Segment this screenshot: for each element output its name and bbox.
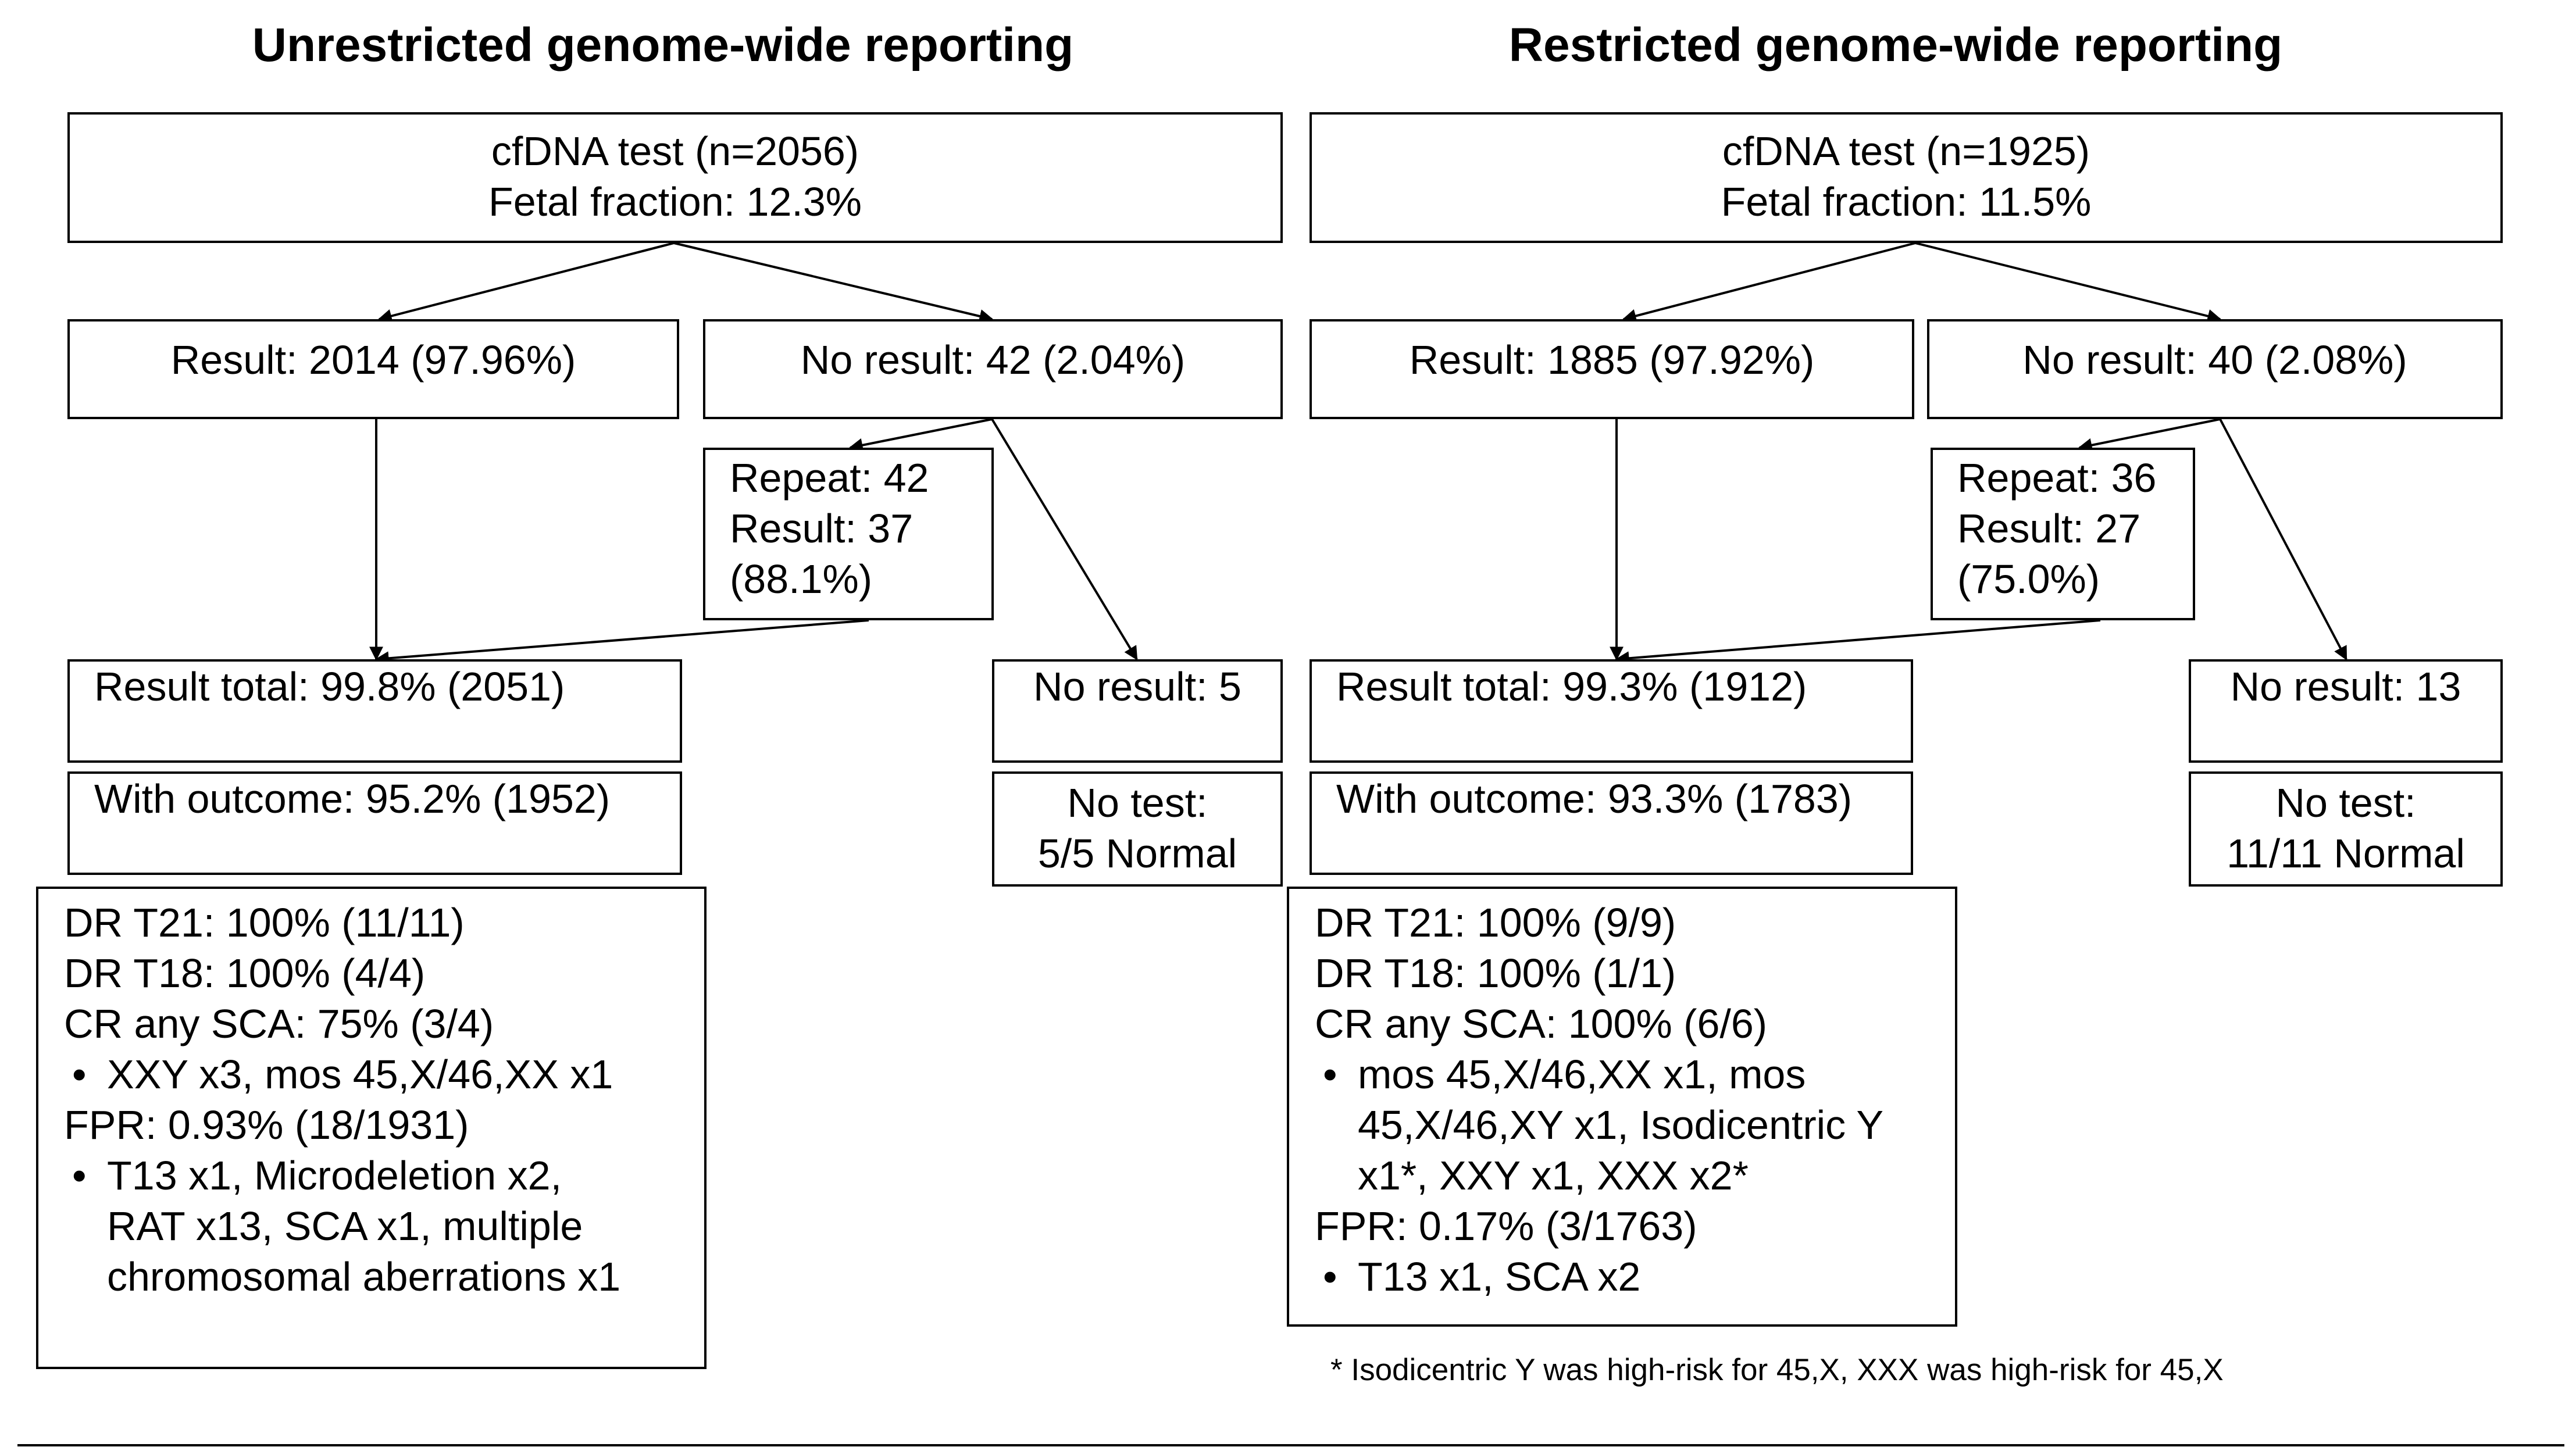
left-fpr-bullet-cont: chromosomal aberrations x1: [107, 1254, 621, 1299]
right-with-outcome-box: With outcome: 93.3% (1783): [1310, 771, 1913, 875]
left-no-test-box: No test: 5/5 Normal: [992, 771, 1283, 887]
right-repeat-percent: (75.0%): [1957, 556, 2100, 602]
right-repeat-result: Result: 27: [1957, 506, 2141, 551]
right-result-box: Result: 1885 (97.92%): [1310, 319, 1914, 419]
left-no-test-normal: 5/5 Normal: [1037, 831, 1237, 876]
left-repeat-count: Repeat: 42: [730, 455, 929, 501]
right-title: Restricted genome-wide reporting: [1508, 19, 2283, 72]
right-no-result-text: No result: 40 (2.08%): [2022, 337, 2407, 383]
arrow-right-repeat-to-total: [1615, 619, 2101, 666]
arrow-left-top-to-noresult: [673, 242, 994, 323]
arrow-left-top-to-result: [377, 242, 675, 323]
left-result-box: Result: 2014 (97.96%): [67, 319, 679, 419]
arrow-right-top-to-result: [1622, 242, 1916, 323]
left-no-result-final-box: No result: 5: [992, 659, 1283, 763]
bottom-rule: [17, 1444, 2564, 1446]
right-stats-box: DR T21: 100% (9/9) DR T18: 100% (1/1) CR…: [1287, 887, 1957, 1327]
right-no-result-box: No result: 40 (2.08%): [1927, 319, 2503, 419]
left-with-outcome-box: With outcome: 95.2% (1952): [67, 771, 682, 875]
left-title: Unrestricted genome-wide reporting: [252, 19, 1074, 72]
arrow-right-noresult-to-repeat: [2078, 418, 2221, 452]
right-result-text: Result: 1885 (97.92%): [1409, 337, 1815, 383]
right-no-result-final-box: No result: 13: [2189, 659, 2503, 763]
right-no-test-normal: 11/11 Normal: [2227, 831, 2465, 876]
left-no-result-final-text: No result: 5: [1033, 664, 1241, 709]
right-dr-t21: DR T21: 100% (9/9): [1315, 900, 1676, 945]
left-with-outcome-text: With outcome: 95.2% (1952): [94, 776, 611, 821]
footnote: * Isodicentric Y was high-risk for 45,X,…: [1330, 1353, 2224, 1387]
arrow-left-noresult-to-final: [991, 418, 1138, 661]
left-dr-t18: DR T18: 100% (4/4): [64, 951, 426, 996]
left-result-total-box: Result total: 99.8% (2051): [67, 659, 682, 763]
right-repeat-box: Repeat: 36 Result: 27 (75.0%): [1931, 448, 2195, 620]
left-result-total-text: Result total: 99.8% (2051): [94, 664, 565, 709]
arrow-left-repeat-to-total: [374, 619, 869, 666]
right-sca-bullet-cont: 45,X/46,XY x1, Isodicentric Y: [1358, 1102, 1884, 1148]
left-fetal-fraction: Fetal fraction: 12.3%: [488, 179, 862, 224]
left-result-text: Result: 2014 (97.96%): [170, 337, 576, 383]
left-no-test-label: No test:: [1067, 780, 1208, 826]
arrow-right-top-to-noresult: [1915, 242, 2222, 323]
left-cfdna-test-box: cfDNA test (n=2056) Fetal fraction: 12.3…: [67, 112, 1283, 243]
left-dr-t21: DR T21: 100% (11/11): [64, 900, 465, 945]
left-repeat-result: Result: 37: [730, 506, 914, 551]
right-sca-bullet-cont: x1*, XXY x1, XXX x2*: [1358, 1153, 1749, 1198]
left-no-result-box: No result: 42 (2.04%): [703, 319, 1283, 419]
left-cr-sca: CR any SCA: 75% (3/4): [64, 1001, 494, 1046]
right-fpr-bullet: T13 x1, SCA x2: [1315, 1252, 1955, 1302]
right-sca-bullet: mos 45,X/46,XX x1, mos: [1315, 1049, 1955, 1100]
left-sca-bullet: XXY x3, mos 45,X/46,XX x1: [64, 1049, 704, 1100]
left-fpr-bullet-cont: RAT x13, SCA x1, multiple: [107, 1203, 583, 1249]
arrow-right-noresult-to-final: [2219, 419, 2347, 661]
left-repeat-box: Repeat: 42 Result: 37 (88.1%): [703, 448, 994, 620]
left-stats-box: DR T21: 100% (11/11) DR T18: 100% (4/4) …: [36, 887, 707, 1369]
right-cfdna-count: cfDNA test (n=1925): [1722, 128, 2090, 174]
right-cfdna-test-box: cfDNA test (n=1925) Fetal fraction: 11.5…: [1310, 112, 2503, 243]
left-fpr-bullet: T13 x1, Microdeletion x2,: [64, 1151, 704, 1201]
right-no-result-final-text: No result: 13: [2230, 664, 2461, 709]
arrow-left-noresult-to-repeat: [848, 418, 993, 452]
right-fpr: FPR: 0.17% (3/1763): [1315, 1203, 1697, 1249]
right-with-outcome-text: With outcome: 93.3% (1783): [1336, 776, 1853, 821]
right-no-test-box: No test: 11/11 Normal: [2189, 771, 2503, 887]
left-cfdna-count: cfDNA test (n=2056): [491, 128, 859, 174]
left-fpr: FPR: 0.93% (18/1931): [64, 1102, 469, 1148]
right-dr-t18: DR T18: 100% (1/1): [1315, 951, 1676, 996]
right-result-total-text: Result total: 99.3% (1912): [1336, 664, 1807, 709]
left-repeat-percent: (88.1%): [730, 556, 873, 602]
right-cr-sca: CR any SCA: 100% (6/6): [1315, 1001, 1768, 1046]
right-no-test-label: No test:: [2275, 780, 2416, 826]
left-no-result-text: No result: 42 (2.04%): [800, 337, 1186, 383]
right-repeat-count: Repeat: 36: [1957, 455, 2157, 501]
right-fetal-fraction: Fetal fraction: 11.5%: [1721, 179, 2092, 224]
right-result-total-box: Result total: 99.3% (1912): [1310, 659, 1913, 763]
